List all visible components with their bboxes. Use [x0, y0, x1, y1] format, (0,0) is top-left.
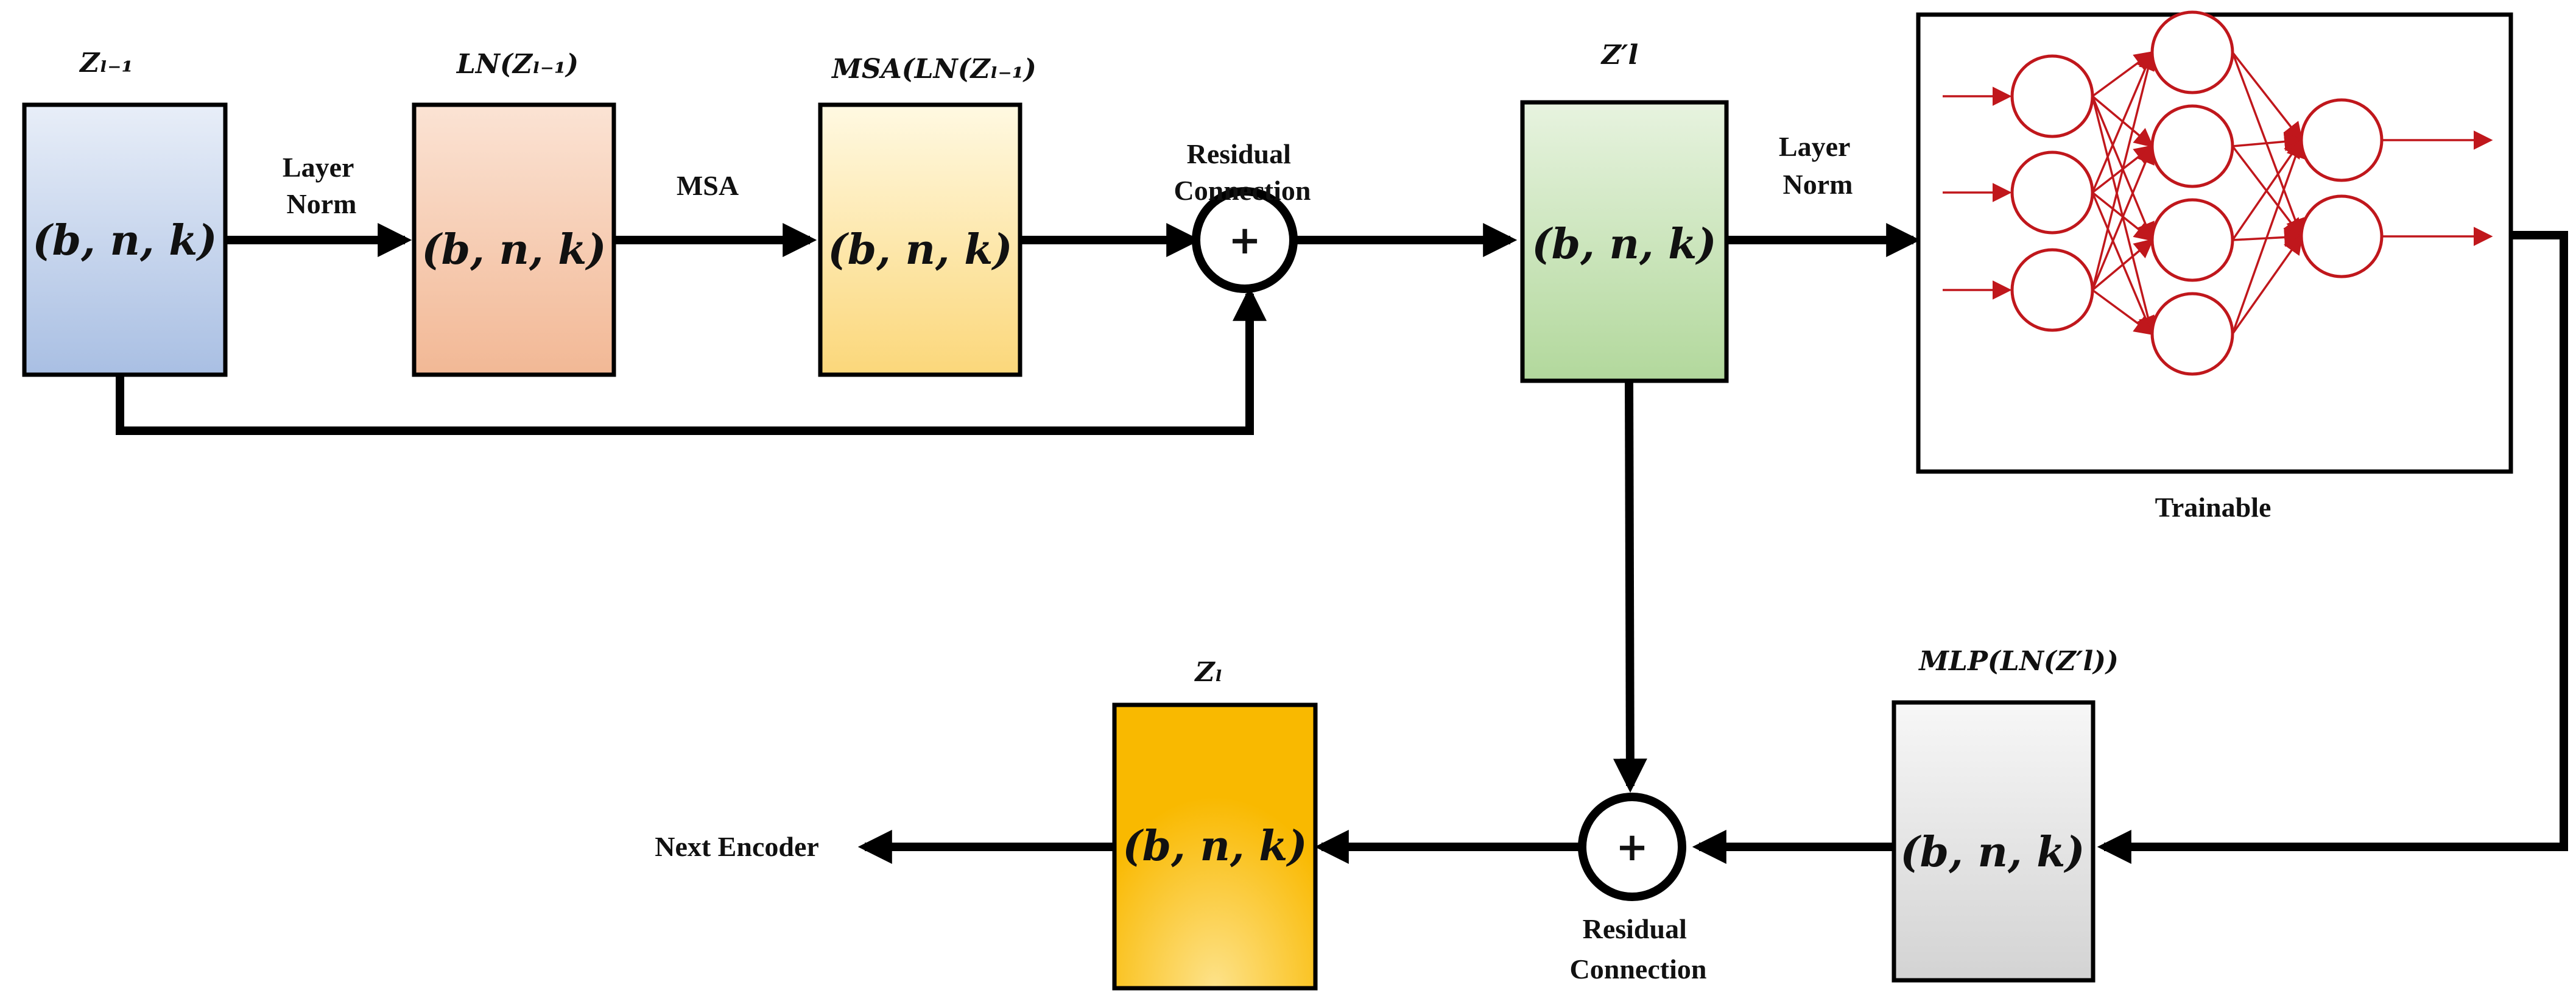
block-z-out-title: Zₗ: [1194, 657, 1223, 688]
network-edge: [2091, 50, 2155, 193]
network-edge: [2231, 235, 2303, 335]
network-node: [2150, 10, 2234, 94]
label-trainable: Trainable: [2155, 492, 2272, 523]
label-residual-2: Residual Connection: [1570, 913, 1707, 985]
network-graph: [1943, 10, 2493, 376]
network-node: [2150, 292, 2234, 376]
network-edge: [2091, 144, 2155, 291]
network-node: [2300, 98, 2384, 182]
network-edge: [2091, 289, 2154, 336]
block-z-out-shape: (b, n, k): [1122, 822, 1307, 871]
network-edge: [2231, 51, 2303, 142]
skip-zprime-to-add2: [1613, 380, 1647, 793]
block-msa-shape: (b, n, k): [828, 225, 1012, 274]
network-edge: [2091, 238, 2154, 291]
block-mlp-title: MLP(LN(Z′l)): [1918, 646, 2119, 677]
network-node: [2010, 54, 2094, 138]
label-residual-1: Residual Connection: [1174, 138, 1311, 206]
block-layer-norm-title: LN(Zₗ₋₁): [456, 49, 579, 80]
block-z-prev-title: Zₗ₋₁: [79, 48, 133, 79]
block-layer-norm-shape: (b, n, k): [421, 225, 606, 274]
label-next-encoder: Next Encoder: [655, 831, 819, 862]
residual-add-2: +: [1578, 793, 1686, 901]
block-z-prev-shape: (b, n, k): [32, 216, 217, 265]
network-edge: [2091, 192, 2155, 336]
add-2-symbol: +: [1616, 825, 1649, 870]
block-z-prime: (b, n, k) Z′l: [1520, 40, 1729, 383]
label-layer-norm-1: Layer Norm: [283, 152, 361, 219]
label-msa: MSA: [677, 170, 739, 201]
trainable-network: [1916, 10, 2513, 474]
block-z-prime-shape: (b, n, k): [1532, 220, 1716, 269]
skip-zprev-to-add1: [116, 286, 1267, 435]
block-z-out: (b, n, k) Zₗ: [1112, 657, 1318, 991]
block-z-prev: (b, n, k) Zₗ₋₁: [22, 48, 228, 377]
block-mlp-shape: (b, n, k): [1900, 828, 2085, 877]
network-edge: [2231, 52, 2304, 239]
label-layer-norm-2: Layer Norm: [1779, 131, 1857, 200]
network-node: [2010, 150, 2094, 235]
block-msa-title: MSA(LN(Zₗ₋₁): [831, 54, 1036, 85]
network-node: [2150, 104, 2234, 188]
network-node: [2300, 194, 2384, 278]
residual-add-1: +: [1192, 187, 1298, 293]
block-z-prime-title: Z′l: [1600, 40, 1638, 71]
network-node: [2150, 198, 2234, 282]
network-node: [2010, 248, 2094, 332]
network-edge: [2231, 138, 2305, 334]
block-mlp: (b, n, k) MLP(LN(Z′l)): [1892, 646, 2119, 983]
block-layer-norm: (b, n, k) LN(Zₗ₋₁): [412, 49, 616, 377]
add-1-symbol: +: [1228, 218, 1261, 263]
block-msa: (b, n, k) MSA(LN(Zₗ₋₁): [818, 54, 1036, 377]
network-edge: [2091, 50, 2158, 291]
arrow-network-to-mlp: [2097, 231, 2568, 864]
